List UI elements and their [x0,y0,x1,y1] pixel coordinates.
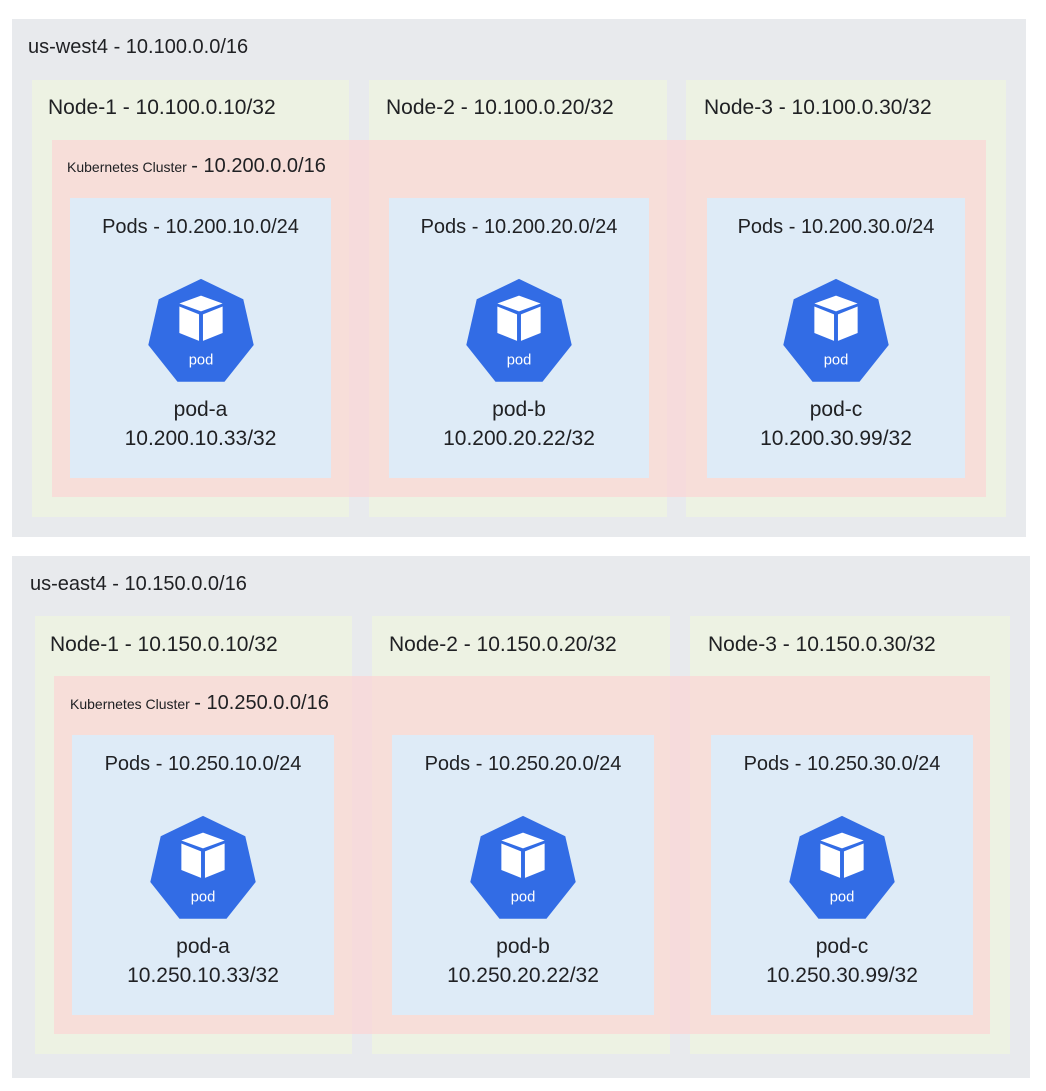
pod-icon-text: pod [511,889,536,905]
pod-ip: 10.200.30.99/32 [760,427,912,450]
pod-icon: pod [150,815,256,919]
region-label: us-east4 - 10.150.0.0/16 [30,573,247,595]
pod-icon: pod [783,278,889,382]
pods-label: Pods - 10.250.10.0/24 [104,753,302,775]
pod-icon-text: pod [188,352,213,368]
pod-name: pod-a [176,935,230,958]
cluster-label: Kubernetes Cluster - 10.200.0.0/16 [67,155,326,178]
pod-name: pod-b [492,398,546,421]
node-label: Node-2 - 10.100.0.20/32 [386,96,614,119]
pod-icon: pod [147,278,254,382]
pod-icon-heptagon [789,815,895,919]
pods-label: Pods - 10.200.10.0/24 [102,216,299,238]
pod-icon: pod [470,815,576,919]
pod-icon-heptagon [147,278,254,382]
pod-ip: 10.200.20.22/32 [443,427,595,450]
pods-label: Pods - 10.250.30.0/24 [743,753,941,775]
cube-right [524,843,545,878]
cube-left [501,843,522,878]
cube-left [497,306,518,341]
pod-icon: pod [466,278,572,382]
region-label: us-west4 - 10.100.0.0/16 [28,36,249,58]
pod-icon-heptagon [470,815,576,919]
pods-group: Pods - 10.200.10.0/24 pod pod-a 10.200.1… [70,198,331,478]
cube-left [820,843,841,878]
pod-name: pod-c [809,398,863,421]
pods-group: Pods - 10.200.20.0/24 pod pod-b 10.200.2… [389,198,649,478]
node-label: Node-3 - 10.150.0.30/32 [708,633,936,656]
cube-right [204,843,225,878]
pod-ip: 10.250.30.99/32 [766,964,918,987]
pod-icon-heptagon [150,815,256,919]
cube-right [837,306,858,341]
pod-ip: 10.250.10.33/32 [127,964,279,987]
cluster-cidr: - 10.200.0.0/16 [191,155,326,177]
pods-group: Pods - 10.250.10.0/24 pod pod-a 10.250.1… [72,735,334,1015]
pods-label: Pods - 10.200.30.0/24 [737,216,935,238]
node-label: Node-1 - 10.100.0.10/32 [48,96,276,119]
cluster-title: Kubernetes Cluster [67,159,187,175]
pod-icon-text: pod [824,352,849,368]
pod-ip: 10.250.20.22/32 [447,964,599,987]
cube-right [843,843,864,878]
node-label: Node-1 - 10.150.0.10/32 [50,633,278,656]
pods-group: Pods - 10.250.20.0/24 pod pod-b 10.250.2… [392,735,654,1015]
cube-left [814,306,835,341]
cluster-cidr: - 10.250.0.0/16 [194,692,329,714]
node-label: Node-2 - 10.150.0.20/32 [389,633,617,656]
pod-name: pod-a [173,398,228,421]
cluster-title: Kubernetes Cluster [70,696,190,712]
cube-left [181,843,202,878]
pod-name: pod-b [496,935,550,958]
pods-label: Pods - 10.250.20.0/24 [424,753,622,775]
pod-icon-text: pod [830,889,855,905]
pod-icon-text: pod [191,889,216,905]
cube-right [202,306,223,341]
pods-group: Pods - 10.200.30.0/24 pod pod-c 10.200.3… [707,198,965,478]
pods-group: Pods - 10.250.30.0/24 pod pod-c 10.250.3… [711,735,973,1015]
pod-icon: pod [789,815,895,919]
pod-icon-heptagon [783,278,889,382]
node-label: Node-3 - 10.100.0.30/32 [704,96,932,119]
pod-icon-text: pod [507,352,532,368]
cube-right [520,306,541,341]
pods-label: Pods - 10.200.20.0/24 [420,216,618,238]
cube-left [178,306,199,341]
cluster-label: Kubernetes Cluster - 10.250.0.0/16 [70,692,329,715]
pod-icon-heptagon [466,278,572,382]
pod-name: pod-c [815,935,869,958]
pod-ip: 10.200.10.33/32 [124,427,277,450]
